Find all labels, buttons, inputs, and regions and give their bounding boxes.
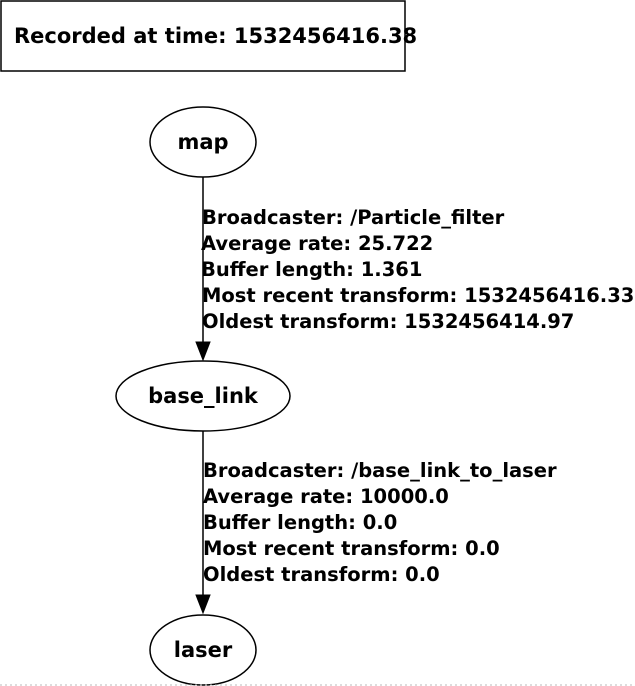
edge-buffer-length: Buffer length: 0.0 — [203, 511, 397, 534]
edge-average-rate: Average rate: 10000.0 — [203, 485, 449, 508]
node-ellipse — [149, 614, 257, 686]
recorded-time-label: Recorded at time: 1532456416.38 — [14, 24, 417, 48]
node-base-link[interactable]: base_link — [115, 360, 291, 432]
node-label-laser: laser — [174, 638, 233, 662]
node-laser[interactable]: laser — [149, 614, 257, 686]
edge-oldest-transform: Oldest transform: 0.0 — [203, 563, 440, 586]
node-label-base-link: base_link — [148, 384, 259, 408]
edge-average-rate: Average rate: 25.722 — [201, 232, 433, 255]
recorded-time-box: Recorded at time: 1532456416.38 — [0, 0, 417, 72]
node-map[interactable]: map — [149, 106, 257, 178]
node-label-map: map — [177, 130, 228, 154]
arrowhead-icon — [195, 594, 211, 615]
edge-buffer-length: Buffer length: 1.361 — [201, 258, 422, 281]
edge-broadcaster: Broadcaster: /base_link_to_laser — [203, 459, 557, 482]
edge-oldest-transform: Oldest transform: 1532456414.97 — [202, 310, 574, 333]
edge-most-recent-transform: Most recent transform: 0.0 — [203, 537, 500, 560]
node-ellipse — [149, 106, 257, 178]
arrowhead-icon — [195, 341, 211, 362]
edge-base-link-to-laser: Broadcaster: /base_link_to_laser Average… — [195, 431, 557, 615]
recorded-time-frame — [0, 0, 406, 72]
node-ellipse — [115, 360, 291, 432]
edge-most-recent-transform: Most recent transform: 1532456416.33 — [202, 284, 634, 307]
edge-map-to-base-link: Broadcaster: /Particle_filter Average ra… — [195, 177, 634, 362]
edge-broadcaster: Broadcaster: /Particle_filter — [202, 206, 505, 229]
